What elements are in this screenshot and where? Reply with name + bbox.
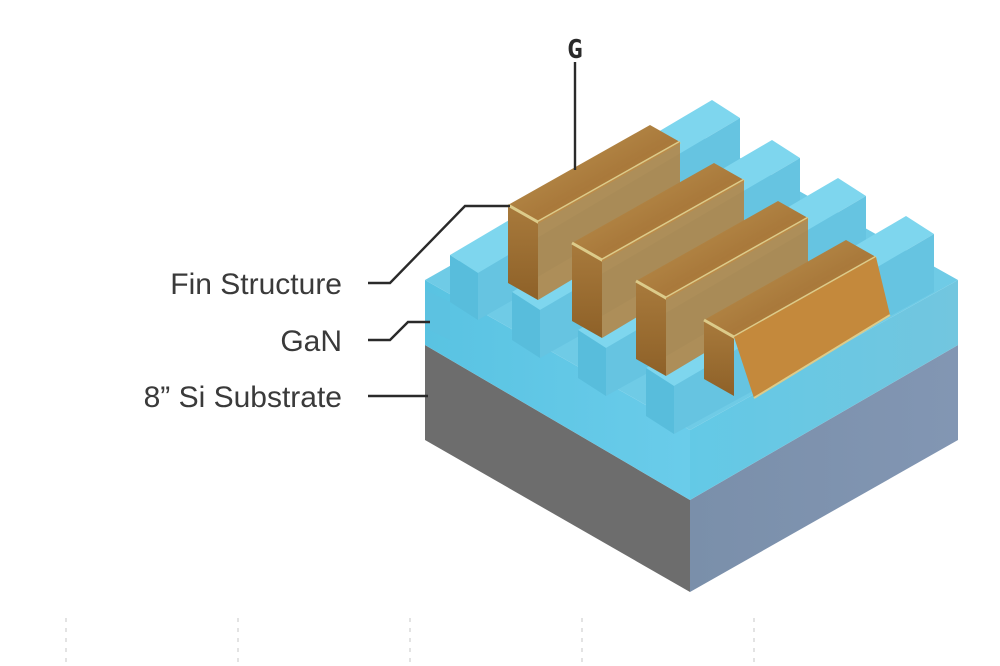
fin-structure-label: Fin Structure xyxy=(170,268,342,301)
leader-lines xyxy=(368,62,577,398)
gate-stripes xyxy=(507,125,891,399)
gan-label: GaN xyxy=(280,325,342,358)
substrate-label: 8” Si Substrate xyxy=(144,381,342,414)
gate-label: G xyxy=(567,35,583,65)
fin-structure-leader xyxy=(368,204,510,285)
gan-leader xyxy=(368,320,430,342)
bottom-dashed-ticks xyxy=(65,618,755,666)
si-substrate-block xyxy=(425,345,958,592)
